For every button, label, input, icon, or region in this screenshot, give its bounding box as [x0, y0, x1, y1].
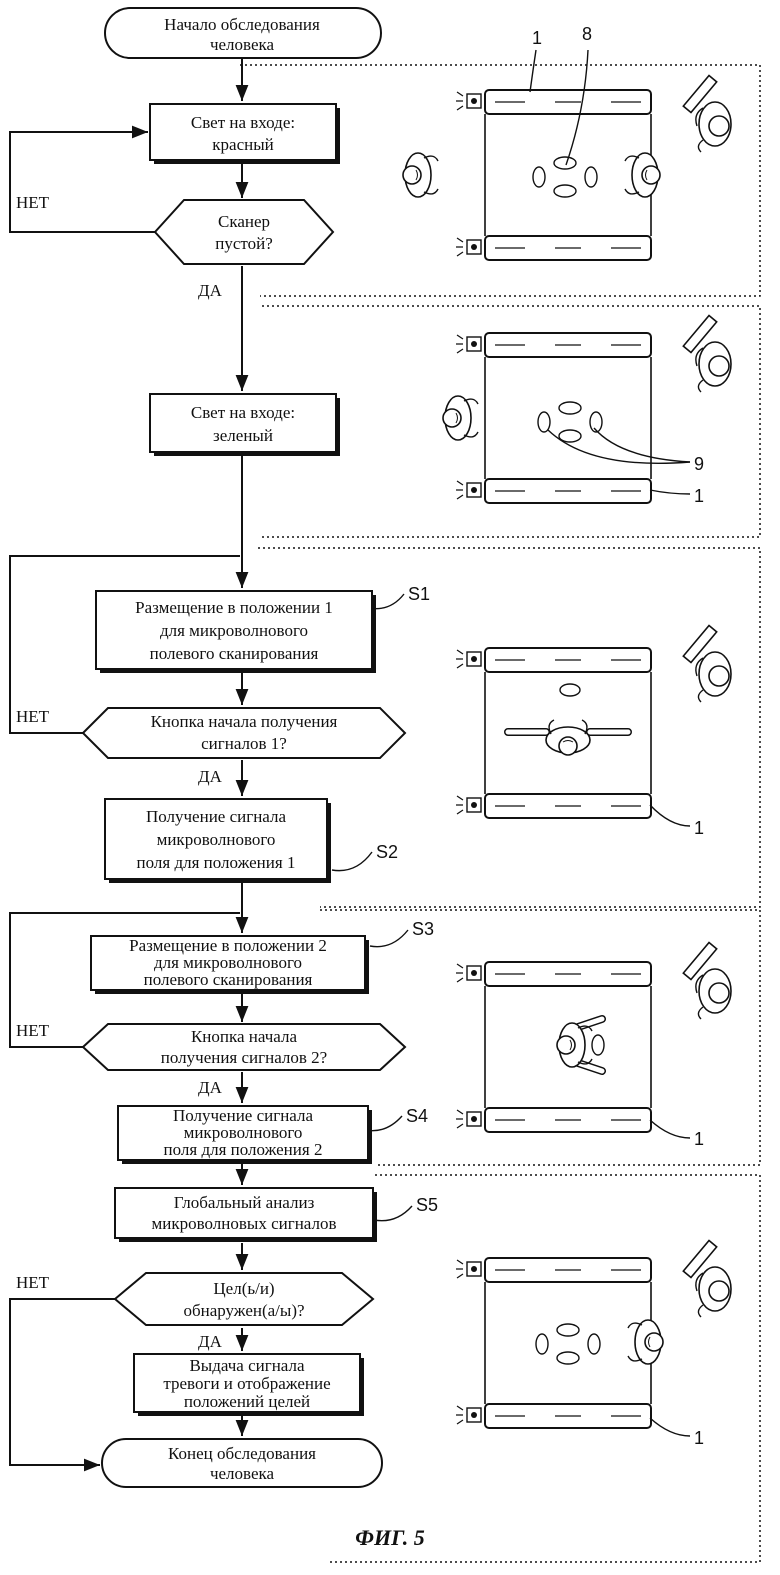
person-exiting-icon — [628, 1320, 663, 1364]
person-entering-icon — [443, 396, 478, 440]
no-label: НЕТ — [16, 193, 50, 212]
ref-scanner-label: 1 — [532, 28, 542, 48]
scene-5-exit: 1 — [456, 1240, 731, 1448]
step-s2: Получение сигнала микроволнового поля дл… — [105, 799, 331, 883]
yes-label: ДА — [198, 1332, 223, 1351]
person-leaving-icon — [625, 153, 660, 197]
footprints-icon — [536, 1324, 600, 1364]
scanner-empty-text-1: Сканер — [218, 212, 270, 231]
button2-text-1: Кнопка начала — [191, 1027, 298, 1046]
scene-panels: 1 8 9 1 1 — [240, 24, 760, 1562]
light-red-text-1: Свет на входе: — [191, 113, 295, 132]
s2-label: S2 — [376, 842, 398, 862]
button1-text-1: Кнопка начала получения — [151, 712, 338, 731]
person-position-1-icon — [508, 720, 628, 755]
footprints-icon — [533, 157, 597, 197]
operator-icon — [683, 75, 731, 152]
step-s4: Получение сигнала микроволнового поля дл… — [118, 1106, 372, 1164]
start-terminal: Начало обследования человека — [105, 8, 381, 58]
figure-caption: ФИГ. 5 — [355, 1525, 424, 1550]
s1-text-2: для микроволнового — [160, 621, 308, 640]
step-s3: Размещение в положении 2 для микроволнов… — [91, 936, 369, 994]
footprints-icon — [538, 402, 602, 442]
scene-2-entering: 9 1 — [443, 315, 731, 506]
scanner-booth-icon — [456, 962, 651, 1132]
yes-label: ДА — [198, 281, 223, 300]
ref-footprints-label: 8 — [582, 24, 592, 44]
end-text-1: Конец обследования — [168, 1444, 316, 1463]
target-text-2: обнаружен(а/ы)? — [183, 1301, 304, 1320]
decision-button-2: Кнопка начала получения сигналов 2? — [83, 1024, 405, 1070]
no-label: НЕТ — [16, 1021, 50, 1040]
target-text-1: Цел(ь/и) — [213, 1279, 274, 1298]
step-light-green: Свет на входе: зеленый — [150, 394, 340, 456]
operator-icon — [683, 942, 731, 1019]
step-alarm: Выдача сигнала тревоги и отображение пол… — [134, 1354, 364, 1416]
ref-scanner-label: 1 — [694, 818, 704, 838]
decision-scanner-empty: Сканер пустой? — [155, 200, 333, 264]
scene-1-occupied: 1 8 — [403, 24, 731, 260]
yes-label: ДА — [198, 767, 223, 786]
s5-text-1: Глобальный анализ — [174, 1193, 315, 1212]
s4-label: S4 — [406, 1106, 428, 1126]
s3-label: S3 — [412, 919, 434, 939]
end-terminal: Конец обследования человека — [102, 1439, 382, 1487]
scene-3-position-1: 1 — [456, 625, 731, 838]
s3-text-3: полевого сканирования — [144, 970, 313, 989]
light-green-text-1: Свет на входе: — [191, 403, 295, 422]
s1-text-1: Размещение в положении 1 — [135, 598, 333, 617]
operator-icon — [683, 625, 731, 702]
button1-text-2: сигналов 1? — [201, 734, 287, 753]
light-green-text-2: зеленый — [213, 426, 273, 445]
s2-text-2: микроволнового — [157, 830, 276, 849]
operator-icon — [683, 1240, 731, 1317]
scanner-booth-icon — [456, 1258, 651, 1428]
flow-nodes: Начало обследования человека Свет на вхо… — [16, 8, 438, 1487]
decision-button-1: Кнопка начала получения сигналов 1? — [83, 708, 405, 758]
step-s1: Размещение в положении 1 для микроволнов… — [96, 591, 376, 673]
decision-target: Цел(ь/и) обнаружен(а/ы)? — [115, 1273, 373, 1325]
s1-text-3: полевого сканирования — [150, 644, 319, 663]
s1-label: S1 — [408, 584, 430, 604]
yes-label: ДА — [198, 1078, 223, 1097]
alarm-text-1: Выдача сигнала — [189, 1356, 305, 1375]
step-light-red: Свет на входе: красный — [150, 104, 340, 164]
ref-scanner-label: 1 — [694, 1129, 704, 1149]
scanner-empty-text-2: пустой? — [215, 234, 273, 253]
alarm-text-2: тревоги и отображение — [163, 1374, 330, 1393]
start-text-2: человека — [210, 35, 275, 54]
no-label: НЕТ — [16, 1273, 50, 1292]
flow-connectors — [10, 57, 412, 1465]
alarm-text-3: положений целей — [184, 1392, 310, 1411]
s5-text-2: микроволновых сигналов — [152, 1214, 337, 1233]
scanner-booth-icon — [456, 333, 651, 503]
scene-4-position-2: 1 — [456, 942, 731, 1149]
ref-scanner-label: 1 — [694, 1428, 704, 1448]
scanner-booth-icon — [456, 90, 651, 260]
s2-text-3: поля для положения 1 — [137, 853, 296, 872]
no-label: НЕТ — [16, 707, 50, 726]
s2-text-1: Получение сигнала — [146, 807, 287, 826]
ref-footprints-label: 9 — [694, 454, 704, 474]
ref-scanner-label: 1 — [694, 486, 704, 506]
s4-text-3: поля для положения 2 — [164, 1140, 323, 1159]
light-red-text-2: красный — [212, 135, 273, 154]
start-text-1: Начало обследования — [164, 15, 320, 34]
operator-icon — [683, 315, 731, 392]
button2-text-2: получения сигналов 2? — [161, 1048, 327, 1067]
s5-label: S5 — [416, 1195, 438, 1215]
step-s5: Глобальный анализ микроволновых сигналов — [115, 1188, 377, 1242]
person-waiting-icon — [403, 153, 438, 197]
end-text-2: человека — [210, 1464, 275, 1483]
